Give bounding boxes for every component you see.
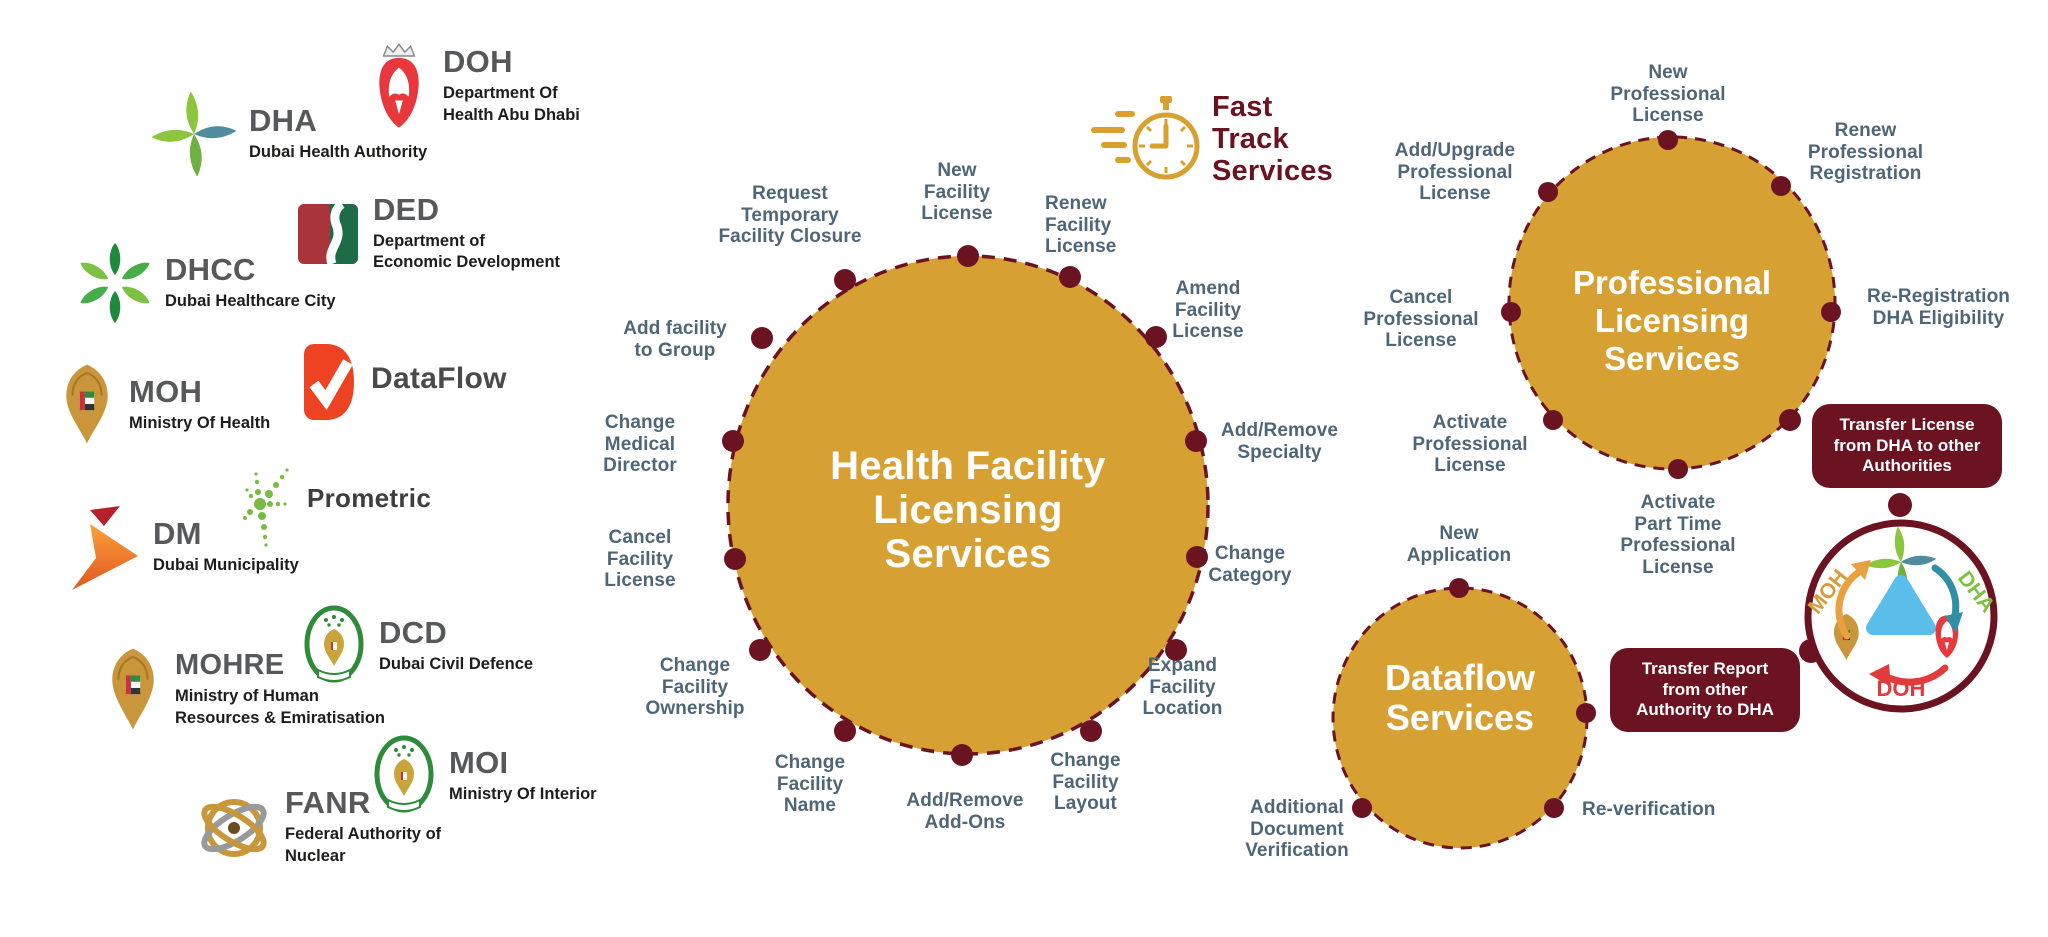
- authority-acronym: DOH: [443, 44, 513, 80]
- authority-moh: MOH Ministry Of Health: [58, 364, 270, 446]
- service-label-re-registration-dha-eligibility: Re-Registration DHA Eligibility: [1867, 286, 2010, 329]
- service-label-change-facility-ownership: Change Facility Ownership: [645, 655, 745, 720]
- service-label-additional-document-verification: Additional Document Verification: [1245, 797, 1349, 862]
- ded-logo-icon: [298, 199, 358, 266]
- service-label-expand-facility-location: Expand Facility Location: [1142, 655, 1223, 720]
- dhcc-logo-icon: [80, 243, 150, 323]
- service-label-add-remove-add-ons: Add/Remove Add-Ons: [906, 790, 1024, 833]
- authority-acronym: DHA: [249, 102, 318, 138]
- authority-prometric: Prometric: [242, 452, 431, 550]
- authority-dm: DM Dubai Municipality: [66, 504, 299, 590]
- service-label-new-facility-license: New Facility License: [921, 160, 993, 225]
- service-label-add-facility-to-group: Add facility to Group: [623, 318, 727, 361]
- service-label-add-upgrade-professional-license: Add/Upgrade Professional License: [1394, 140, 1516, 205]
- authority-name: Ministry of Human Resources & Emiratisat…: [175, 687, 385, 727]
- authority-doh: DOH Department Of Health Abu Dhabi: [368, 40, 580, 132]
- authority-moi: MOI Ministry Of Interior: [372, 732, 597, 820]
- service-label-renew-professional-registration: Renew Professional Registration: [1807, 120, 1924, 185]
- authority-name: Dubai Health Authority: [249, 142, 428, 161]
- authority-dhcc: DHCC Dubai Healthcare City: [78, 240, 336, 326]
- service-label-new-application: New Application: [1406, 523, 1512, 566]
- authority-name: Dubai Municipality: [153, 555, 299, 574]
- dm-logo-icon: [72, 506, 138, 590]
- dataflow-service-dots: [1352, 578, 1596, 818]
- service-label-re-verification: Re-verification: [1582, 799, 1716, 820]
- authority-dataflow: DataFlow: [300, 338, 507, 426]
- facility-circle-title: Health Facility Licensing Services: [830, 444, 1106, 576]
- dha-logo-icon: [152, 92, 236, 176]
- authority-name: Ministry Of Interior: [449, 784, 597, 803]
- authority-dha: DHA Dubai Health Authority: [152, 92, 427, 176]
- authority-transfer-wheel: MOH DHA DOH: [1799, 493, 1999, 713]
- authority-name: Federal Authority of Nuclear: [285, 825, 442, 865]
- professional-service-dots: [1501, 130, 1841, 479]
- authority-mohre: MOHRE Ministry of Human Resources & Emir…: [104, 646, 385, 734]
- service-label-activate-part-time-professional-license: Activate Part Time Professional License: [1620, 492, 1736, 578]
- doh-logo-icon: [379, 43, 419, 128]
- authority-acronym: MOHRE: [175, 649, 285, 682]
- facility-service-dots: [722, 245, 1208, 766]
- dataflow-logo-icon: [304, 344, 354, 420]
- authority-name: Dubai Civil Defence: [379, 654, 534, 673]
- wheel-top-connector-dot: [1888, 493, 1912, 517]
- stopwatch-icon: [1091, 96, 1200, 180]
- triangle-icon: [1866, 575, 1936, 635]
- service-label-amend-facility-license: Amend Facility License: [1172, 278, 1244, 343]
- service-label-request-temporary-facility-closure: Request Temporary Facility Closure: [718, 183, 862, 248]
- moh-logo-icon: [66, 364, 108, 444]
- service-label-new-professional-license: New Professional License: [1610, 62, 1726, 127]
- authority-acronym: MOI: [449, 744, 509, 780]
- fanr-logo-icon: [201, 799, 267, 857]
- service-label-cancel-facility-license: Cancel Facility License: [604, 527, 676, 592]
- authority-name: Department Of Health Abu Dhabi: [443, 84, 580, 124]
- wheel-doh-label: DOH: [1877, 676, 1926, 701]
- authority-acronym: DHCC: [165, 251, 256, 287]
- service-label-renew-facility-license: Renew Facility License: [1045, 193, 1117, 258]
- authority-acronym: DCD: [379, 614, 448, 650]
- fast-track-services-label: Fast Track Services: [1212, 91, 1333, 187]
- authority-acronym: Prometric: [307, 483, 432, 513]
- authority-acronym: MOH: [129, 373, 203, 409]
- authority-ded: DED Department of Economic Development: [296, 194, 560, 273]
- transfer-license-badge: Transfer License from DHA to other Autho…: [1812, 404, 2002, 489]
- service-label-activate-professional-license: Activate Professional License: [1412, 412, 1528, 477]
- authority-name: Dubai Healthcare City: [165, 291, 336, 310]
- mohre-logo-icon: [112, 648, 154, 730]
- service-label-cancel-professional-license: Cancel Professional License: [1363, 287, 1479, 352]
- service-label-change-facility-name: Change Facility Name: [774, 752, 846, 817]
- authority-acronym: FANR: [285, 785, 371, 821]
- authority-name: Department of Economic Development: [373, 232, 561, 272]
- service-label-change-category: Change Category: [1208, 543, 1292, 586]
- prometric-logo-icon: [243, 468, 289, 547]
- authority-acronym: DataFlow: [371, 362, 507, 395]
- authority-fanr: FANR Federal Authority of Nuclear: [196, 780, 441, 874]
- dataflow-circle-title: Dataflow Services: [1384, 657, 1535, 739]
- moi-logo-icon: [374, 735, 434, 813]
- authority-dcd: DCD Dubai Civil Defence: [302, 602, 533, 690]
- professional-circle-title: Professional Licensing Services: [1572, 264, 1772, 377]
- transfer-report-badge: Transfer Report from other Authority to …: [1610, 648, 1800, 733]
- authority-acronym: DED: [373, 192, 440, 227]
- authority-name: Ministry Of Health: [129, 413, 271, 432]
- service-label-change-medical-director: Change Medical Director: [603, 412, 677, 477]
- authority-acronym: DM: [153, 515, 202, 551]
- service-label-add-remove-specialty: Add/Remove Specialty: [1220, 420, 1339, 463]
- dcd-logo-icon: [304, 605, 364, 683]
- service-label-change-facility-layout: Change Facility Layout: [1050, 750, 1121, 815]
